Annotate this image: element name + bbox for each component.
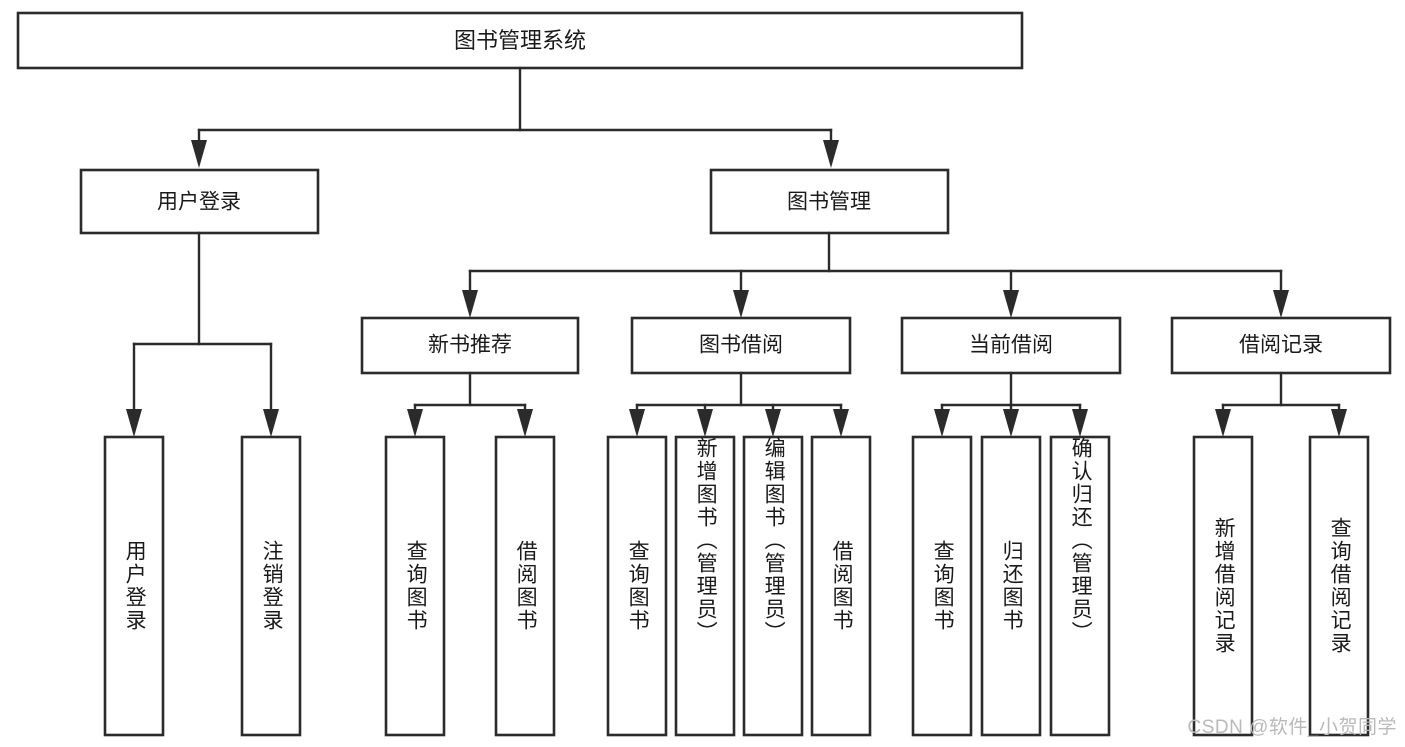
leaf-box-new-book-1[interactable] bbox=[494, 435, 556, 737]
node-current-borrow-label: 当前借阅 bbox=[969, 334, 1053, 357]
leaf-box-book-borrow-3[interactable] bbox=[810, 435, 872, 737]
node-book-borrow[interactable]: 图书借阅 bbox=[630, 316, 852, 375]
leaf-box-new-book-0[interactable] bbox=[384, 435, 446, 737]
node-user-login-rect[interactable] bbox=[79, 168, 320, 235]
arrow-head-icon bbox=[126, 409, 142, 437]
arrow-head-icon bbox=[833, 409, 849, 437]
arrow-head-icon bbox=[697, 409, 713, 437]
leaf-box-borrow-record-1[interactable] bbox=[1308, 435, 1370, 737]
leaf-box-user-login-0[interactable] bbox=[103, 435, 165, 737]
arrow-head-icon bbox=[765, 409, 781, 437]
arrow-head-icon bbox=[733, 290, 749, 318]
leaf-box-current-borrow-0[interactable] bbox=[911, 435, 973, 737]
arrow-head-icon bbox=[462, 290, 478, 318]
arrow-head-icon bbox=[517, 409, 533, 437]
arrow-head-icon bbox=[1072, 409, 1088, 437]
leaf-box-borrow-record-0[interactable] bbox=[1192, 435, 1254, 737]
node-new-book-recommend-rect[interactable] bbox=[360, 316, 580, 375]
arrow-head-icon bbox=[629, 409, 645, 437]
leaf-box-book-borrow-2[interactable] bbox=[742, 435, 804, 737]
leaf-box-book-borrow-1[interactable] bbox=[674, 435, 736, 737]
node-user-login[interactable]: 用户登录 bbox=[79, 168, 320, 235]
node-root-label: 图书管理系统 bbox=[454, 28, 586, 53]
arrow-head-icon bbox=[1215, 409, 1231, 437]
arrow-head-icon bbox=[823, 140, 839, 168]
node-user-login-label: 用户登录 bbox=[157, 191, 241, 214]
connector-new-book-recommend-to-leaves bbox=[407, 371, 533, 437]
node-root[interactable]: 图书管理系统 bbox=[16, 11, 1024, 70]
connector-current-borrow-to-leaves bbox=[934, 371, 1088, 437]
connector-book-borrow-to-leaves bbox=[629, 371, 849, 437]
arrow-head-icon bbox=[1003, 290, 1019, 318]
leaf-box-user-login-1[interactable] bbox=[240, 435, 302, 737]
arrow-head-icon bbox=[934, 409, 950, 437]
arrow-head-icon bbox=[1331, 409, 1347, 437]
arrow-head-icon bbox=[1003, 409, 1019, 437]
node-book-management[interactable]: 图书管理 bbox=[709, 168, 950, 235]
node-book-borrow-label: 图书借阅 bbox=[699, 334, 783, 357]
leaf-box-book-borrow-0[interactable] bbox=[606, 435, 668, 737]
node-current-borrow-rect[interactable] bbox=[900, 316, 1122, 375]
leaf-box-current-borrow-2[interactable] bbox=[1049, 435, 1111, 737]
arrow-head-icon bbox=[191, 140, 207, 168]
node-current-borrow[interactable]: 当前借阅 bbox=[900, 316, 1122, 375]
leaf-box-current-borrow-1[interactable] bbox=[980, 435, 1042, 737]
node-book-management-label: 图书管理 bbox=[787, 191, 871, 214]
arrow-head-icon bbox=[1273, 290, 1289, 318]
node-new-book-recommend[interactable]: 新书推荐 bbox=[360, 316, 580, 375]
arrow-head-icon bbox=[407, 409, 423, 437]
connector-borrow-record-to-leaves bbox=[1215, 371, 1347, 437]
node-borrow-record[interactable]: 借阅记录 bbox=[1170, 316, 1392, 375]
connector-root-to-level2 bbox=[191, 66, 839, 168]
node-new-book-recommend-label: 新书推荐 bbox=[428, 334, 512, 357]
connector-user-login-to-leaves bbox=[126, 231, 279, 437]
node-borrow-record-label: 借阅记录 bbox=[1239, 334, 1323, 357]
node-root-rect[interactable] bbox=[16, 11, 1024, 70]
arrow-head-icon bbox=[263, 409, 279, 437]
connector-book-management-to-level3 bbox=[462, 231, 1289, 318]
